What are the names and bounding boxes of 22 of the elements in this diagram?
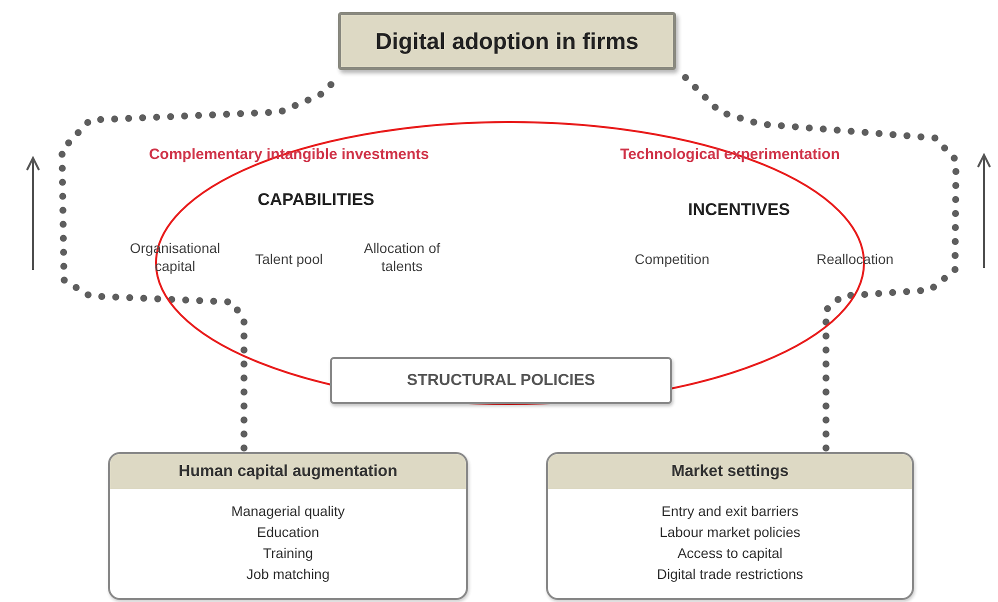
card-header: Human capital augmentation: [110, 454, 466, 489]
list-item: Training: [262, 544, 314, 563]
list-item: Education: [256, 523, 320, 542]
section-heading: CAPABILITIES: [258, 189, 374, 211]
policy-box: [330, 357, 672, 404]
section-heading: INCENTIVES: [688, 199, 790, 221]
factor-label: Competition: [634, 250, 710, 268]
dotted-connector: [680, 72, 960, 452]
category-card: [108, 452, 468, 600]
list-item: Access to capital: [677, 544, 783, 563]
policy-text: STRUCTURAL POLICIES: [406, 372, 596, 390]
list-item: Labour market policies: [660, 523, 800, 542]
card-header: Market settings: [548, 454, 912, 489]
category-card: [546, 452, 914, 600]
list-item: Job matching: [246, 565, 330, 584]
list-item: Managerial quality: [231, 502, 345, 521]
list-item: Entry and exit barriers: [662, 502, 798, 521]
title-text: Digital adoption in firms: [375, 28, 639, 54]
title-box: [338, 12, 676, 70]
list-item: Digital trade restrictions: [656, 565, 804, 584]
factor-label: Allocation of talents: [362, 239, 442, 276]
factor-label: Talent pool: [255, 250, 323, 268]
